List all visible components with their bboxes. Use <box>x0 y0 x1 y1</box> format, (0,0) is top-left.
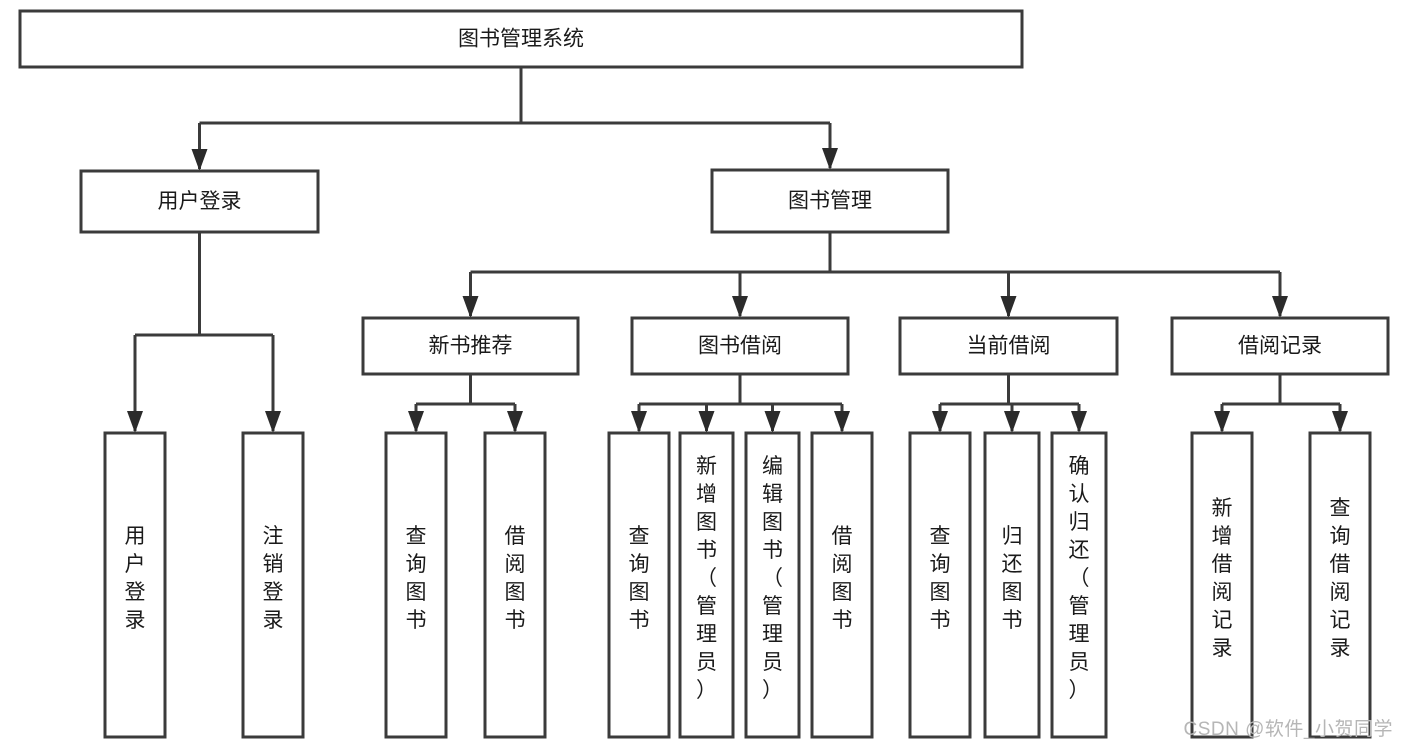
node-box[interactable] <box>1190 431 1254 739</box>
node-e6b3a8e99480e799bbe5bd95[interactable]: 注销登录 <box>241 431 305 739</box>
node-e7bc96e8be91e59bbee4b9a6[interactable]: 编辑图书（管理员） <box>744 431 801 739</box>
node-label: 注销登录 <box>263 525 284 632</box>
arrow-head <box>191 149 208 171</box>
node-label: 用户登录 <box>158 190 242 213</box>
node-e696b0e4b9a6e68ea8e88d90[interactable]: 新书推荐 <box>361 316 580 376</box>
node-e59bbee4b9a6e7aea1e79086[interactable]: 图书管理系统 <box>18 9 1024 69</box>
node-box[interactable] <box>898 316 1119 376</box>
arrow-head <box>507 411 523 433</box>
node-e5bd92e8bf98e59bbee4b9a6[interactable]: 归还图书 <box>983 431 1041 739</box>
node-label: 借阅图书 <box>832 525 853 632</box>
connectors-layer <box>127 67 1348 433</box>
arrow-head <box>127 411 143 433</box>
node-e69fa5e8afa2e59bbee4b9a6[interactable]: 查询图书 <box>607 431 671 739</box>
node-e59bbee4b9a6e5809fe99885[interactable]: 图书借阅 <box>630 316 850 376</box>
node-e5809fe99885e59bbee4b9a6[interactable]: 借阅图书 <box>810 431 874 739</box>
node-e69fa5e8afa2e59bbee4b9a6[interactable]: 查询图书 <box>908 431 972 739</box>
node-box[interactable] <box>1308 431 1372 739</box>
arrow-head <box>1071 411 1087 433</box>
node-box[interactable] <box>103 431 167 739</box>
node-box[interactable] <box>241 431 305 739</box>
arrow-head <box>764 411 781 433</box>
arrow-head <box>462 296 479 318</box>
node-e7a1aee8aea4e5bd92e8bf98[interactable]: 确认归还（管理员） <box>1050 431 1108 739</box>
nodes-layer: 图书管理系统用户登录图书管理用户登录注销登录新书推荐图书借阅当前借阅借阅记录查询… <box>18 9 1390 739</box>
node-box[interactable] <box>810 431 874 739</box>
node-e696b0e5a29ee59bbee4b9a6[interactable]: 新增图书（管理员） <box>678 431 735 739</box>
arrow-head <box>822 148 838 170</box>
arrow-head <box>1272 296 1288 318</box>
node-label: 借阅图书 <box>505 525 526 632</box>
node-label: 查询图书 <box>629 525 650 632</box>
node-box[interactable] <box>983 431 1041 739</box>
node-box[interactable] <box>1050 431 1108 739</box>
arrow-head <box>698 411 715 433</box>
arrow-head <box>1000 296 1017 318</box>
node-e59bbee4b9a6e7aea1e79086[interactable]: 图书管理 <box>710 168 950 234</box>
node-box[interactable] <box>678 431 735 739</box>
node-e794a8e688b7e799bbe5bd95[interactable]: 用户登录 <box>103 431 167 739</box>
node-box[interactable] <box>1170 316 1390 376</box>
arrow-head <box>1004 411 1020 433</box>
node-e5809fe99885e8aeb0e5bd95[interactable]: 借阅记录 <box>1170 316 1390 376</box>
node-label: 查询图书 <box>406 525 427 632</box>
node-label: 图书管理 <box>788 190 872 213</box>
node-label: 编辑图书（管理员） <box>762 455 783 702</box>
arrow-head <box>265 411 281 433</box>
node-box[interactable] <box>908 431 972 739</box>
node-box[interactable] <box>483 431 547 739</box>
node-box[interactable] <box>361 316 580 376</box>
node-box[interactable] <box>79 169 320 234</box>
node-box[interactable] <box>384 431 448 739</box>
node-label: 当前借阅 <box>967 335 1051 358</box>
node-label: 图书借阅 <box>698 335 782 358</box>
node-e69fa5e8afa2e5809fe99885[interactable]: 查询借阅记录 <box>1308 431 1372 739</box>
node-label: 归还图书 <box>1002 525 1023 632</box>
node-label: 借阅记录 <box>1238 335 1322 358</box>
node-box[interactable] <box>744 431 801 739</box>
node-e5809fe99885e59bbee4b9a6[interactable]: 借阅图书 <box>483 431 547 739</box>
node-e696b0e5a29ee5809fe99885[interactable]: 新增借阅记录 <box>1190 431 1254 739</box>
node-box[interactable] <box>607 431 671 739</box>
node-e69fa5e8afa2e59bbee4b9a6[interactable]: 查询图书 <box>384 431 448 739</box>
node-e794a8e688b7e799bbe5bd95[interactable]: 用户登录 <box>79 169 320 234</box>
arrow-head <box>1214 411 1230 433</box>
node-label: 确认归还（管理员） <box>1069 455 1090 702</box>
node-e5bd93e5898de5809fe99885[interactable]: 当前借阅 <box>898 316 1119 376</box>
node-label: 新增借阅记录 <box>1212 497 1233 660</box>
node-label: 查询图书 <box>930 525 951 632</box>
node-label: 图书管理系统 <box>458 28 584 51</box>
node-box[interactable] <box>18 9 1024 69</box>
arrow-head <box>631 411 647 433</box>
node-label: 查询借阅记录 <box>1330 497 1351 660</box>
node-box[interactable] <box>630 316 850 376</box>
node-label: 新书推荐 <box>429 335 513 358</box>
node-label: 用户登录 <box>125 525 146 632</box>
node-label: 新增图书（管理员） <box>696 455 717 702</box>
arrow-head <box>732 296 748 318</box>
arrow-head <box>408 411 424 433</box>
arrow-head <box>834 411 850 433</box>
node-box[interactable] <box>710 168 950 234</box>
arrow-head <box>1332 411 1348 433</box>
arrow-head <box>932 411 948 433</box>
